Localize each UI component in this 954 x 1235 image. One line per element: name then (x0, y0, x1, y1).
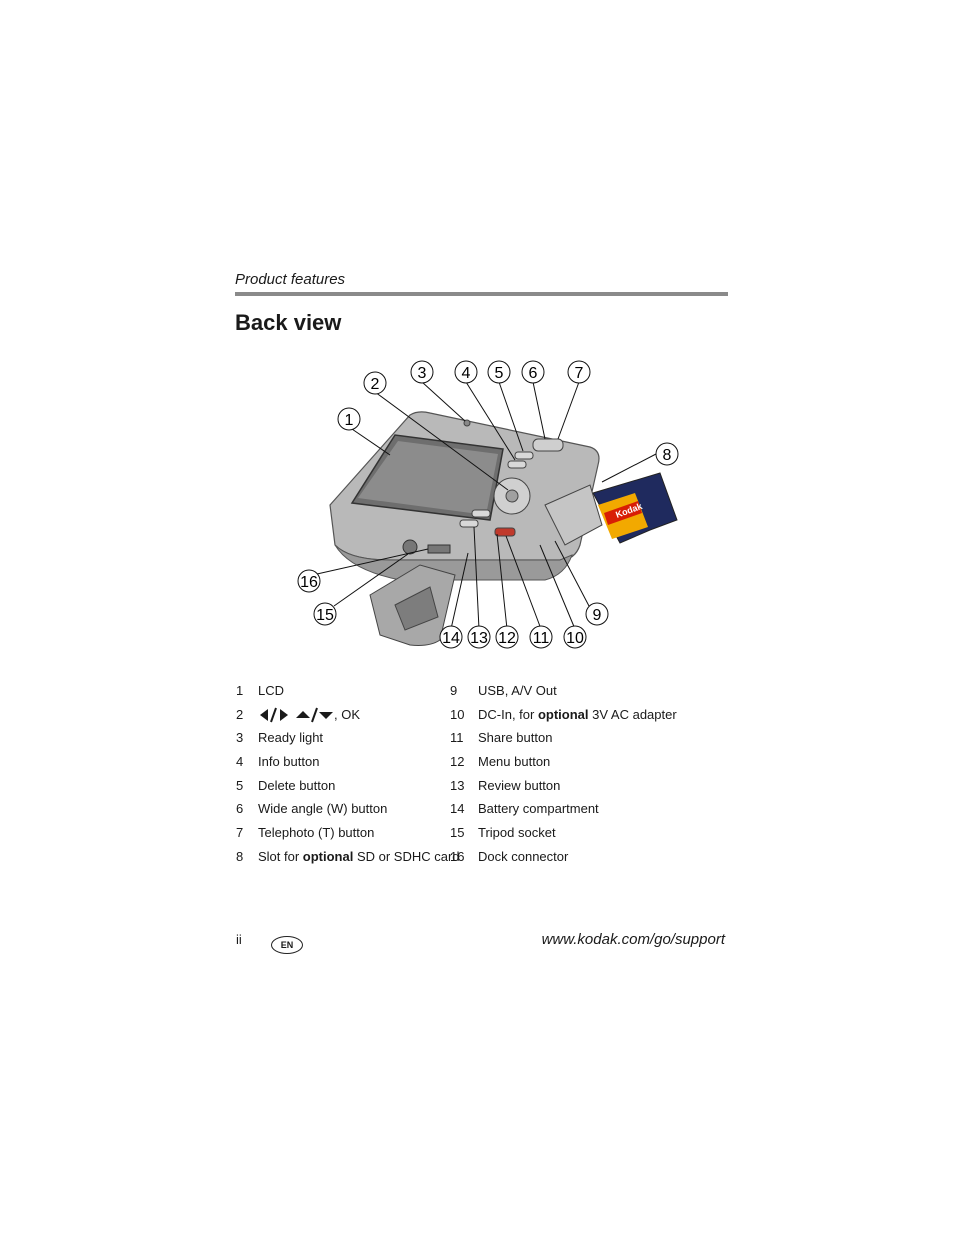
slash-icon (311, 707, 318, 723)
card-slot (544, 484, 603, 546)
feature-number: 11 (450, 730, 464, 746)
callout-16: 16 (297, 569, 321, 593)
feature-number: 3 (236, 730, 244, 746)
feature-number: 12 (450, 754, 465, 770)
callout-9: 9 (585, 602, 609, 626)
support-url[interactable]: www.kodak.com/go/support (541, 931, 725, 948)
feature-number: 13 (450, 777, 465, 793)
down-arrow-icon (319, 712, 333, 720)
feature-desc: Info button (258, 754, 320, 770)
feature-number: 2 (236, 706, 244, 722)
left-arrow-icon (260, 709, 268, 722)
callout-4: 4 (454, 360, 478, 384)
tripod-socket (402, 539, 418, 555)
svg-text:11: 11 (533, 630, 550, 647)
feature-number: 8 (236, 848, 244, 864)
share-button (494, 527, 516, 537)
feature-number: 6 (236, 801, 244, 817)
feature-number: 16 (450, 848, 465, 864)
callout-12: 12 (495, 625, 519, 649)
feature-desc: Delete button (258, 777, 336, 793)
feature-desc: USB, A/V Out (478, 683, 557, 698)
feature-desc: Dock connector (478, 848, 569, 864)
page-number: ii (236, 932, 242, 947)
feature-number: 15 (450, 825, 465, 841)
feature-number: 4 (236, 754, 244, 770)
feature-desc: , OK (258, 707, 360, 724)
callout-7: 7 (567, 360, 591, 384)
callout-10: 10 (563, 625, 587, 649)
info-button (507, 460, 527, 469)
svg-text:4: 4 (462, 365, 471, 382)
feature-number: 14 (450, 801, 465, 817)
delete-button (514, 451, 534, 460)
callout-14: 14 (439, 625, 463, 649)
svg-text:16: 16 (300, 574, 318, 591)
up-arrow-icon (296, 711, 310, 719)
svg-text:5: 5 (495, 365, 504, 382)
feature-desc: Battery compartment (478, 801, 599, 817)
camera-back-view-diagram: Kodak 1 2 3 4 5 6 7 8 9 10 11 12 13 14 1… (297, 360, 679, 649)
svg-text:2: 2 (371, 376, 380, 393)
svg-text:10: 10 (566, 630, 584, 647)
menu-button (471, 509, 491, 518)
callout-6: 6 (521, 360, 545, 384)
feature-number: 5 (236, 777, 244, 793)
feature-desc: Review button (478, 777, 561, 793)
svg-text:9: 9 (593, 607, 602, 624)
language-badge: EN (271, 936, 303, 954)
feature-desc: Share button (478, 730, 553, 746)
callout-11: 11 (529, 625, 553, 649)
svg-text:1: 1 (345, 412, 354, 429)
section-header: Product features (235, 271, 346, 288)
svg-text:6: 6 (529, 365, 538, 382)
feature-desc: Wide angle (W) button (258, 801, 388, 817)
header-rule (235, 292, 728, 296)
ready-light (463, 419, 471, 427)
feature-number: 10 (450, 706, 465, 722)
right-arrow-icon (280, 709, 288, 722)
review-button (459, 519, 479, 528)
feature-desc: Menu button (478, 754, 551, 770)
feature-desc: Slot for optional SD or SDHC card (258, 848, 460, 864)
svg-text:14: 14 (442, 630, 460, 647)
arrow-icons (260, 707, 333, 723)
feature-number: 7 (236, 825, 244, 841)
callout-13: 13 (467, 625, 491, 649)
svg-text:13: 13 (470, 630, 488, 647)
feature-desc: Ready light (258, 730, 324, 746)
camera-underside (334, 544, 573, 581)
svg-text:8: 8 (663, 447, 672, 464)
callout-3: 3 (410, 360, 434, 384)
leader-lines (316, 381, 657, 630)
feature-number: 1 (236, 683, 244, 698)
svg-text:3: 3 (418, 365, 427, 382)
callout-8: 8 (655, 442, 679, 466)
sd-card: Kodak (592, 472, 678, 544)
feature-number: 9 (450, 683, 458, 698)
feature-desc: DC-In, for optional 3V AC adapter (478, 706, 677, 722)
slash-icon (270, 707, 277, 723)
callout-1: 1 (337, 407, 361, 431)
callout-15: 15 (313, 602, 337, 626)
callout-2: 2 (363, 371, 387, 395)
feature-desc: Tripod socket (478, 825, 556, 841)
page-title: Back view (235, 310, 342, 335)
svg-text:7: 7 (575, 365, 584, 382)
svg-text:12: 12 (498, 630, 516, 647)
svg-text:15: 15 (316, 607, 334, 624)
dock-connector (427, 544, 451, 554)
feature-desc: Telephoto (T) button (258, 825, 375, 841)
feature-desc: LCD (258, 683, 285, 698)
callout-5: 5 (487, 360, 511, 384)
zoom-rocker (532, 438, 564, 452)
